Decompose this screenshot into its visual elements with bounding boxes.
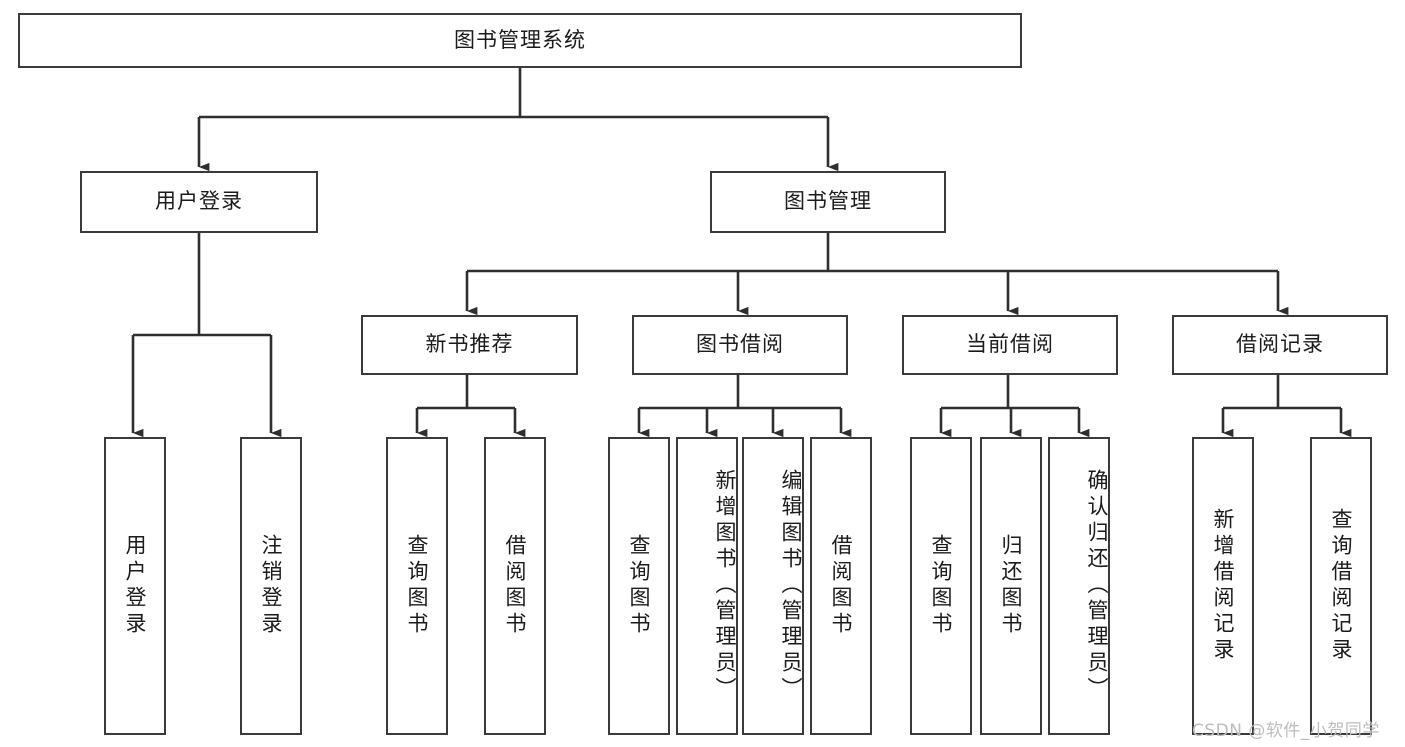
leaf-borrow-book[interactable]: 借阅图书 bbox=[810, 437, 872, 735]
leaf-return-book[interactable]: 归还图书 bbox=[980, 437, 1042, 735]
leaf-confirm-return-admin[interactable]: 确认归还（管理员） bbox=[1048, 437, 1110, 735]
leaf-add-borrow-record[interactable]: 新增借阅记录 bbox=[1192, 437, 1254, 735]
node-user-login[interactable]: 用户登录 bbox=[80, 171, 318, 233]
leaf-logout-login[interactable]: 注销登录 bbox=[240, 437, 302, 735]
leaf-query-book-current[interactable]: 查询图书 bbox=[910, 437, 972, 735]
csdn-watermark: CSDN @软件_小贺同学 bbox=[1192, 721, 1380, 741]
leaf-query-book-recommend[interactable]: 查询图书 bbox=[386, 437, 448, 735]
leaf-borrow-book-recommend[interactable]: 借阅图书 bbox=[484, 437, 546, 735]
node-borrow-record[interactable]: 借阅记录 bbox=[1172, 315, 1388, 375]
node-book-borrow[interactable]: 图书借阅 bbox=[632, 315, 848, 375]
node-book-manage[interactable]: 图书管理 bbox=[710, 171, 946, 233]
leaf-query-borrow-record[interactable]: 查询借阅记录 bbox=[1310, 437, 1372, 735]
leaf-edit-book-admin[interactable]: 编辑图书（管理员） bbox=[742, 437, 804, 735]
leaf-add-book-admin[interactable]: 新增图书（管理员） bbox=[676, 437, 738, 735]
leaf-query-book-borrow[interactable]: 查询图书 bbox=[608, 437, 670, 735]
node-new-book-recommend[interactable]: 新书推荐 bbox=[361, 315, 578, 375]
node-root[interactable]: 图书管理系统 bbox=[18, 13, 1022, 68]
node-current-borrow[interactable]: 当前借阅 bbox=[902, 315, 1118, 375]
leaf-user-login[interactable]: 用户登录 bbox=[104, 437, 166, 735]
